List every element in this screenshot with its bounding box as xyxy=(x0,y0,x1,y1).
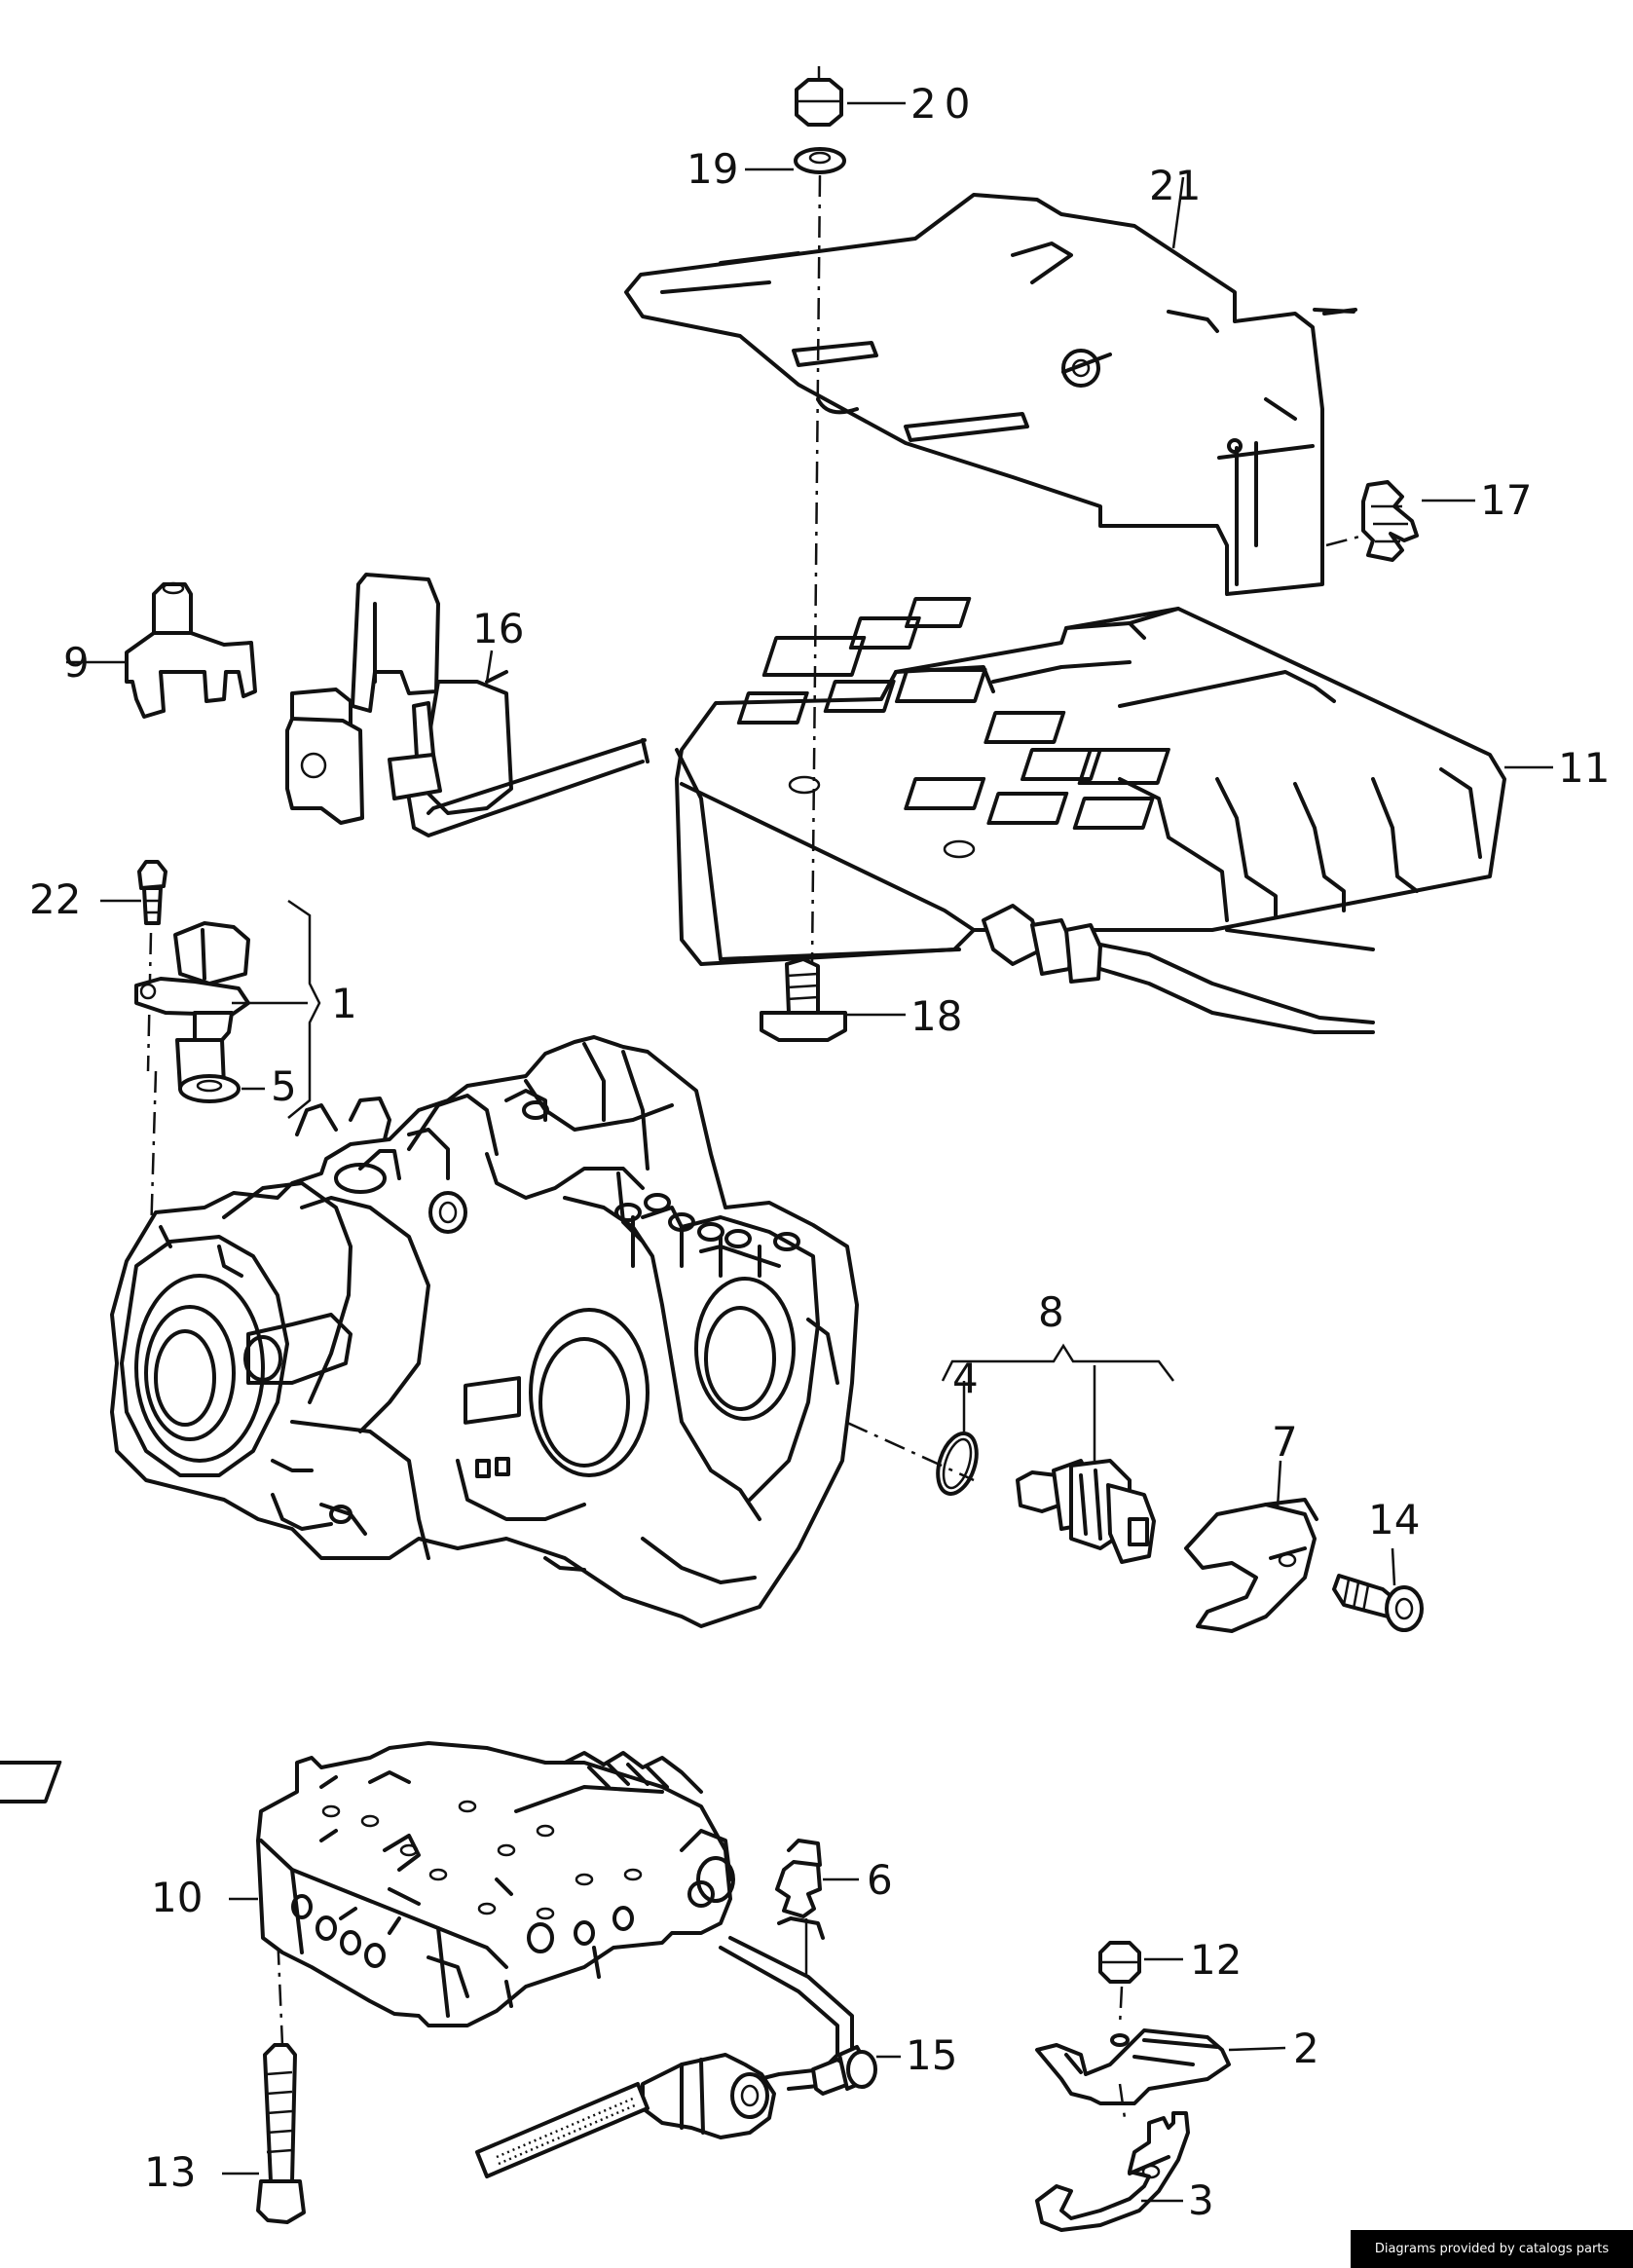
gearbox-housing-part xyxy=(110,1035,859,1628)
callout-20: 20 xyxy=(910,80,978,128)
fork-7-part xyxy=(1184,1460,1318,1633)
callout-16: 16 xyxy=(472,605,524,652)
callout-1: 1 xyxy=(331,980,357,1027)
callout-14: 14 xyxy=(1368,1496,1420,1543)
callout-15: 15 xyxy=(906,2031,957,2079)
callout-4: 4 xyxy=(952,1355,979,1402)
callout-19: 19 xyxy=(687,145,738,193)
nut-20-part xyxy=(795,66,906,127)
callout-labels: 20 19 21 17 16 9 11 22 18 1 5 8 4 7 14 6… xyxy=(29,80,1610,2224)
valve-body-10-part xyxy=(0,1741,735,2027)
callout-13: 13 xyxy=(144,2148,196,2196)
sensor-8-part xyxy=(941,1343,1174,1564)
nut-12-part xyxy=(1098,1941,1183,2026)
credit-banner[interactable]: Diagrams provided by catalogs parts xyxy=(1351,2230,1633,2268)
valve-16-part xyxy=(285,573,649,837)
callout-8: 8 xyxy=(1038,1288,1064,1336)
callout-10: 10 xyxy=(151,1874,203,1921)
callout-7: 7 xyxy=(1272,1418,1298,1466)
washer-19-part xyxy=(745,147,846,174)
bolt-13-part xyxy=(222,2043,306,2224)
sensor-9-part xyxy=(66,581,257,719)
clip-17-part xyxy=(1325,480,1475,562)
callout-21: 21 xyxy=(1149,162,1201,209)
callout-11: 11 xyxy=(1558,744,1610,792)
clip-6-part xyxy=(775,1839,859,1977)
callout-12: 12 xyxy=(1190,1936,1242,1984)
bolt-18-part xyxy=(760,957,906,1042)
bolt-14-part xyxy=(1332,1547,1424,1632)
sensor-1-part xyxy=(134,921,250,1093)
callout-18: 18 xyxy=(910,992,962,1040)
o-ring-4-part xyxy=(936,1381,979,1496)
bolt-22-part xyxy=(100,860,167,925)
callout-3: 3 xyxy=(1188,2176,1214,2224)
washer-5-part xyxy=(178,1074,265,1103)
callout-9: 9 xyxy=(63,639,90,687)
bracket-2-part xyxy=(1035,2028,1286,2105)
callout-5: 5 xyxy=(271,1062,297,1110)
bracket-brace-1-5 xyxy=(232,899,321,1119)
bolt-15-part xyxy=(811,2045,901,2096)
callout-22: 22 xyxy=(29,875,81,923)
callout-2: 2 xyxy=(1293,2025,1319,2072)
fork-3-part xyxy=(1035,2083,1190,2232)
callout-6: 6 xyxy=(867,1856,893,1904)
callout-17: 17 xyxy=(1480,476,1532,524)
control-unit-11-part xyxy=(675,597,1553,1034)
bracket-21-part xyxy=(624,176,1357,596)
